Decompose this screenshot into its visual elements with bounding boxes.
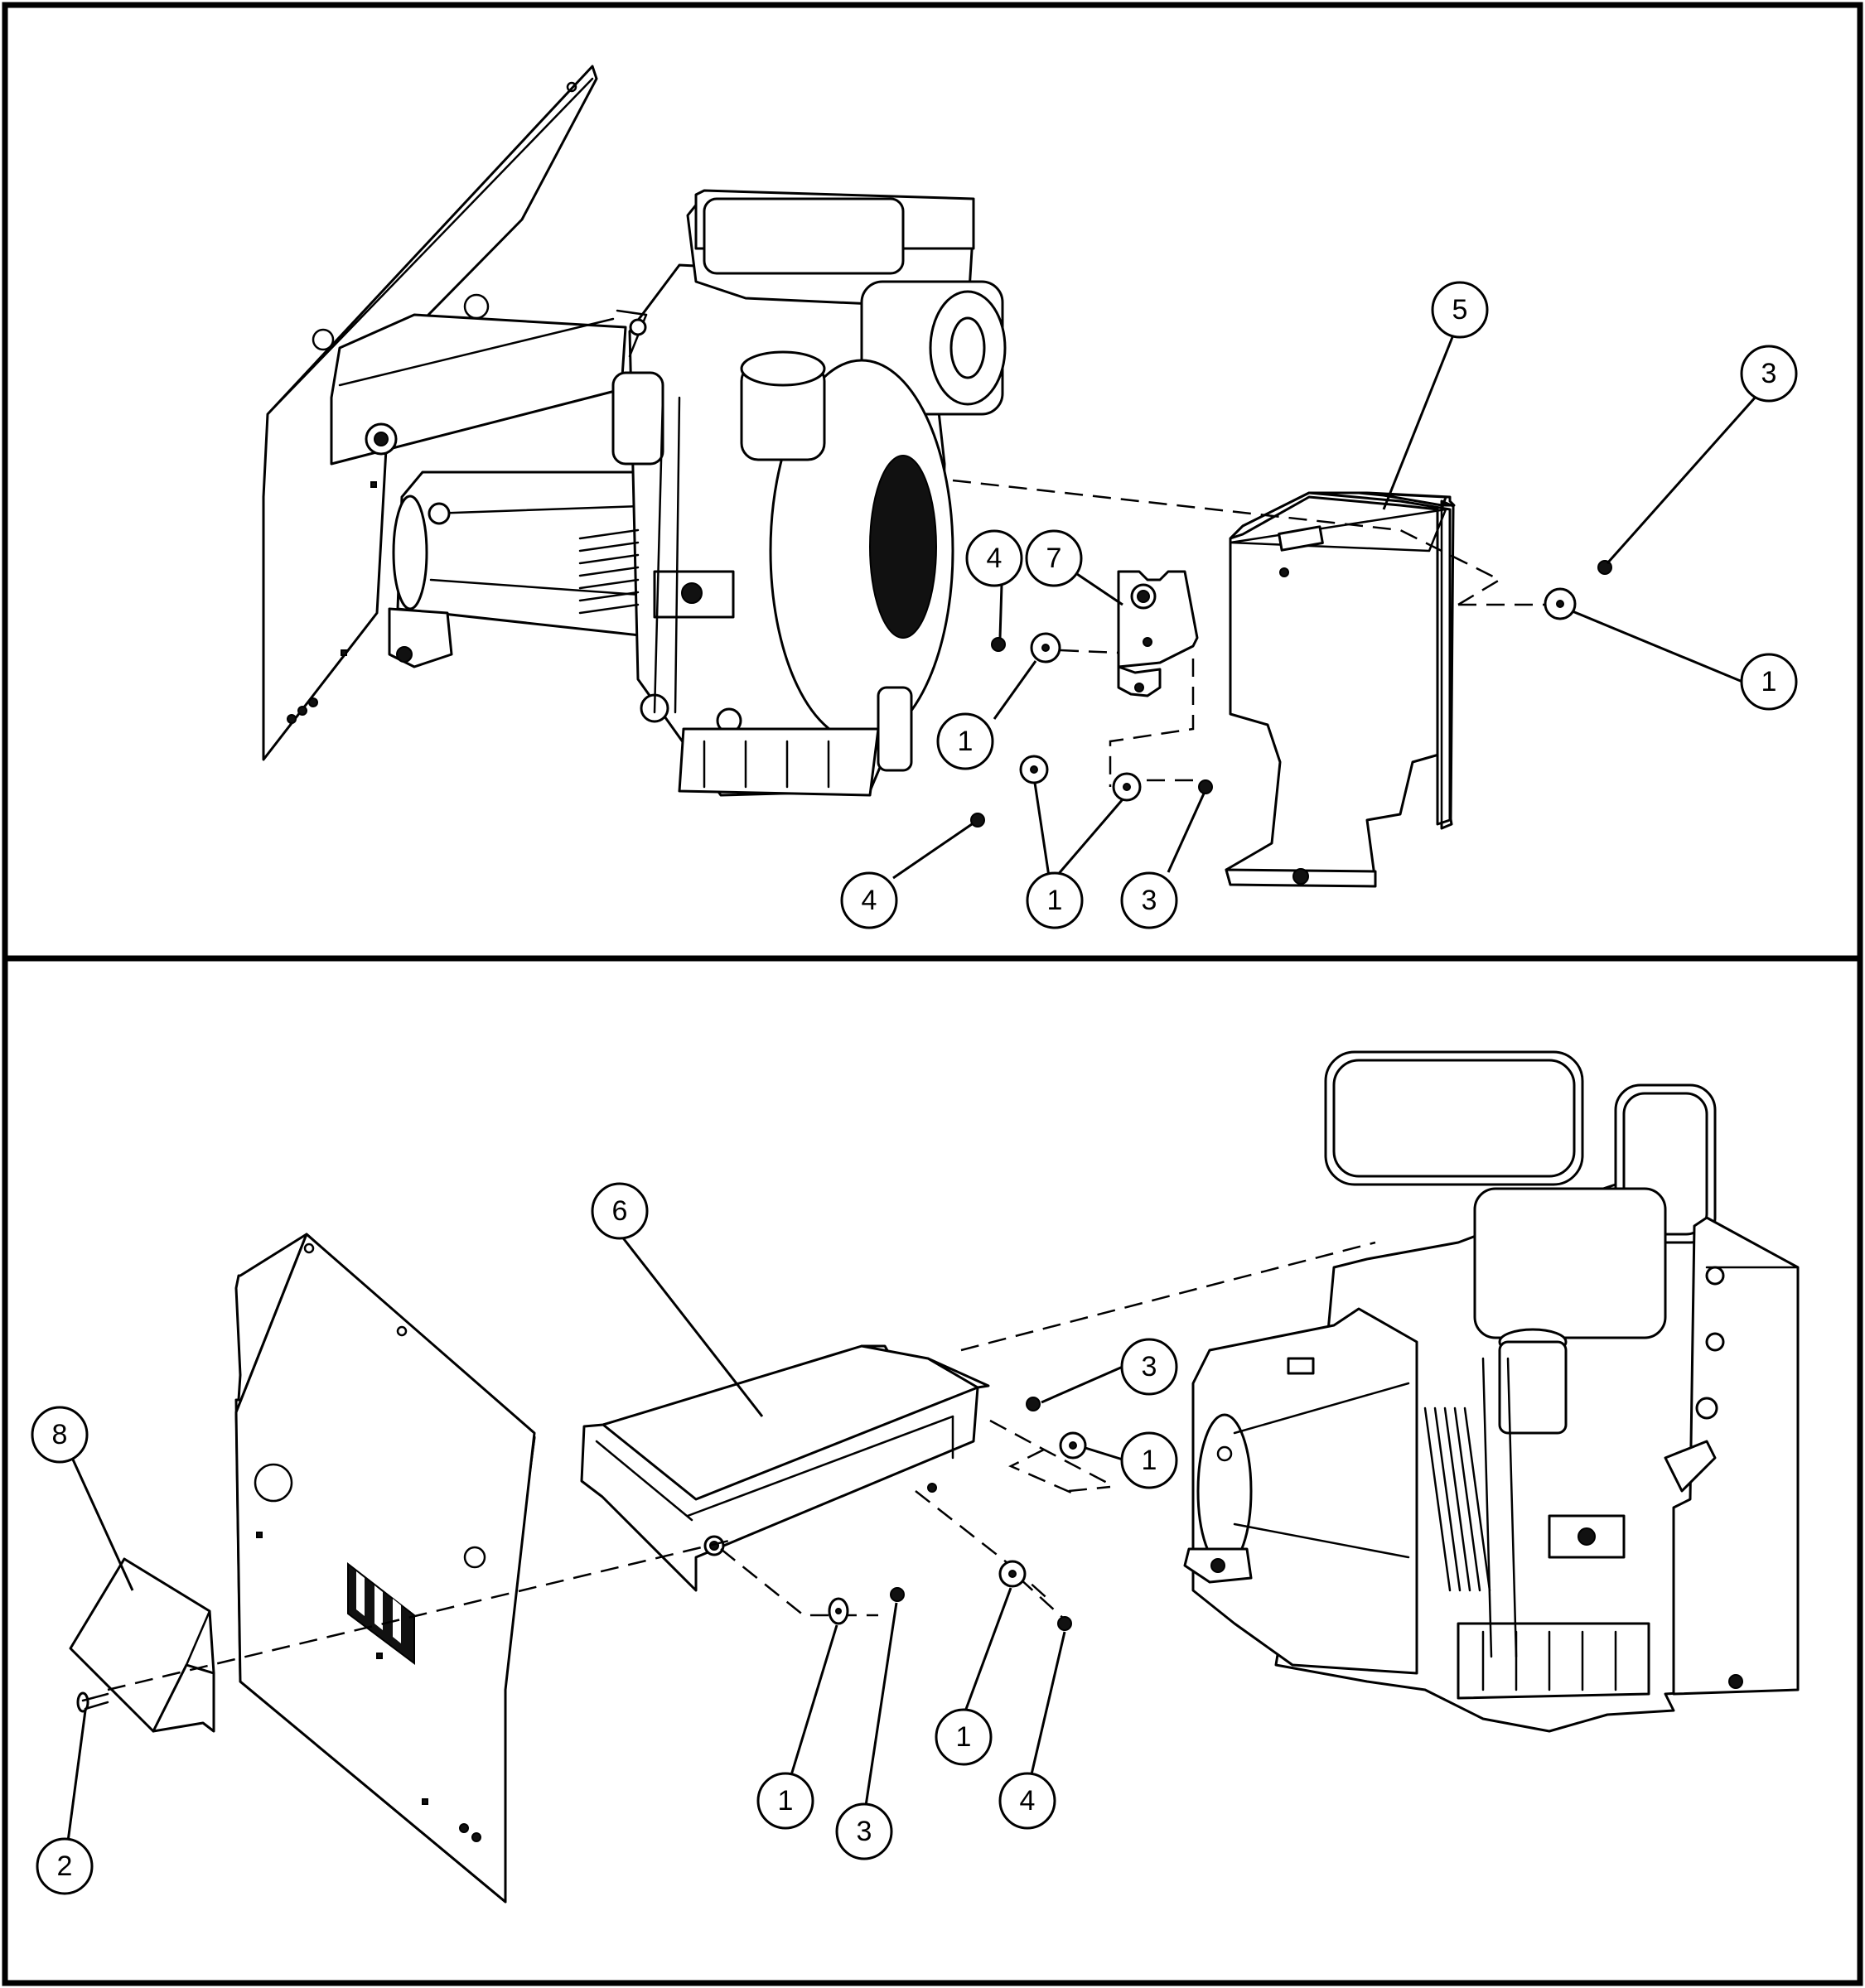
fasteners-bottom	[828, 1397, 1087, 1631]
callout-3-upper-top: 3	[1740, 345, 1798, 403]
callout-1-right-bottom: 1	[1120, 1431, 1178, 1489]
callout-4-upper-top: 4	[965, 529, 1023, 587]
louver-grille	[347, 1561, 415, 1665]
nut-3-lower-bottom	[890, 1587, 905, 1602]
callout-1-right-top: 1	[1740, 653, 1798, 711]
bottom-view: 6 8 2 3 1 1 4 1 3	[31, 1050, 1800, 1904]
bolt-4-upper	[991, 637, 1006, 652]
nut-3-upper-bottom	[1026, 1397, 1041, 1411]
dashed-lines-bottom	[107, 1241, 1376, 1691]
svg-text:5: 5	[1452, 294, 1468, 326]
callout-2-bottom: 2	[36, 1837, 94, 1895]
callout-3-lower-bottom: 3	[835, 1802, 893, 1860]
cover-part-5	[1225, 491, 1456, 888]
svg-text:7: 7	[1046, 543, 1062, 574]
bolt-4-bottom	[1057, 1616, 1072, 1631]
cover-part-8	[69, 1557, 215, 1733]
nut-3-lower	[1198, 779, 1213, 794]
svg-text:8: 8	[52, 1419, 68, 1450]
svg-text:3: 3	[1142, 885, 1157, 916]
svg-text:3: 3	[1142, 1351, 1157, 1382]
leaders-top	[892, 332, 1758, 880]
bracket-part-7	[1117, 570, 1199, 697]
svg-text:1: 1	[958, 726, 974, 757]
svg-text:1: 1	[778, 1785, 794, 1817]
svg-text:3: 3	[1761, 358, 1777, 389]
callout-3-upper-bottom: 3	[1120, 1338, 1178, 1396]
mounting-plate-top	[262, 65, 598, 761]
top-view: 5 3 1 4 7 1 4 1 3	[262, 65, 1798, 929]
callout-8-bottom: 8	[31, 1406, 89, 1464]
svg-text:6: 6	[612, 1195, 628, 1227]
svg-text:4: 4	[862, 885, 877, 916]
mounting-plate-bottom	[234, 1233, 536, 1904]
duct-part-6	[580, 1344, 990, 1592]
callout-1-mid-bottom: 1	[935, 1708, 993, 1766]
engine-bottom	[1183, 1050, 1800, 1733]
fasteners-top	[970, 560, 1612, 828]
svg-text:4: 4	[1020, 1785, 1036, 1817]
callout-6-bottom: 6	[591, 1182, 649, 1240]
bolt-4-lower	[970, 813, 985, 828]
callout-3-lower-top: 3	[1120, 871, 1178, 929]
intake-duct-top	[330, 313, 627, 466]
nut-3-upper	[1597, 560, 1612, 575]
svg-text:1: 1	[1047, 885, 1063, 916]
callout-1-lower-top: 1	[1026, 871, 1084, 929]
svg-text:2: 2	[57, 1850, 73, 1882]
callout-7-top: 7	[1025, 529, 1083, 587]
engine-top	[578, 189, 1007, 797]
callout-5-top: 5	[1431, 281, 1489, 339]
svg-text:3: 3	[857, 1816, 872, 1847]
callout-4-bottom: 4	[998, 1772, 1056, 1830]
svg-text:4: 4	[987, 543, 1003, 574]
svg-text:1: 1	[956, 1721, 972, 1753]
leaders-bottom	[66, 1235, 1123, 1842]
svg-text:1: 1	[1761, 666, 1777, 697]
callout-1-lower-bottom: 1	[756, 1772, 814, 1830]
callout-4-lower-top: 4	[840, 871, 898, 929]
screw-part-2	[76, 1691, 109, 1713]
callout-1-left-top: 1	[936, 712, 994, 770]
svg-text:1: 1	[1142, 1445, 1157, 1476]
